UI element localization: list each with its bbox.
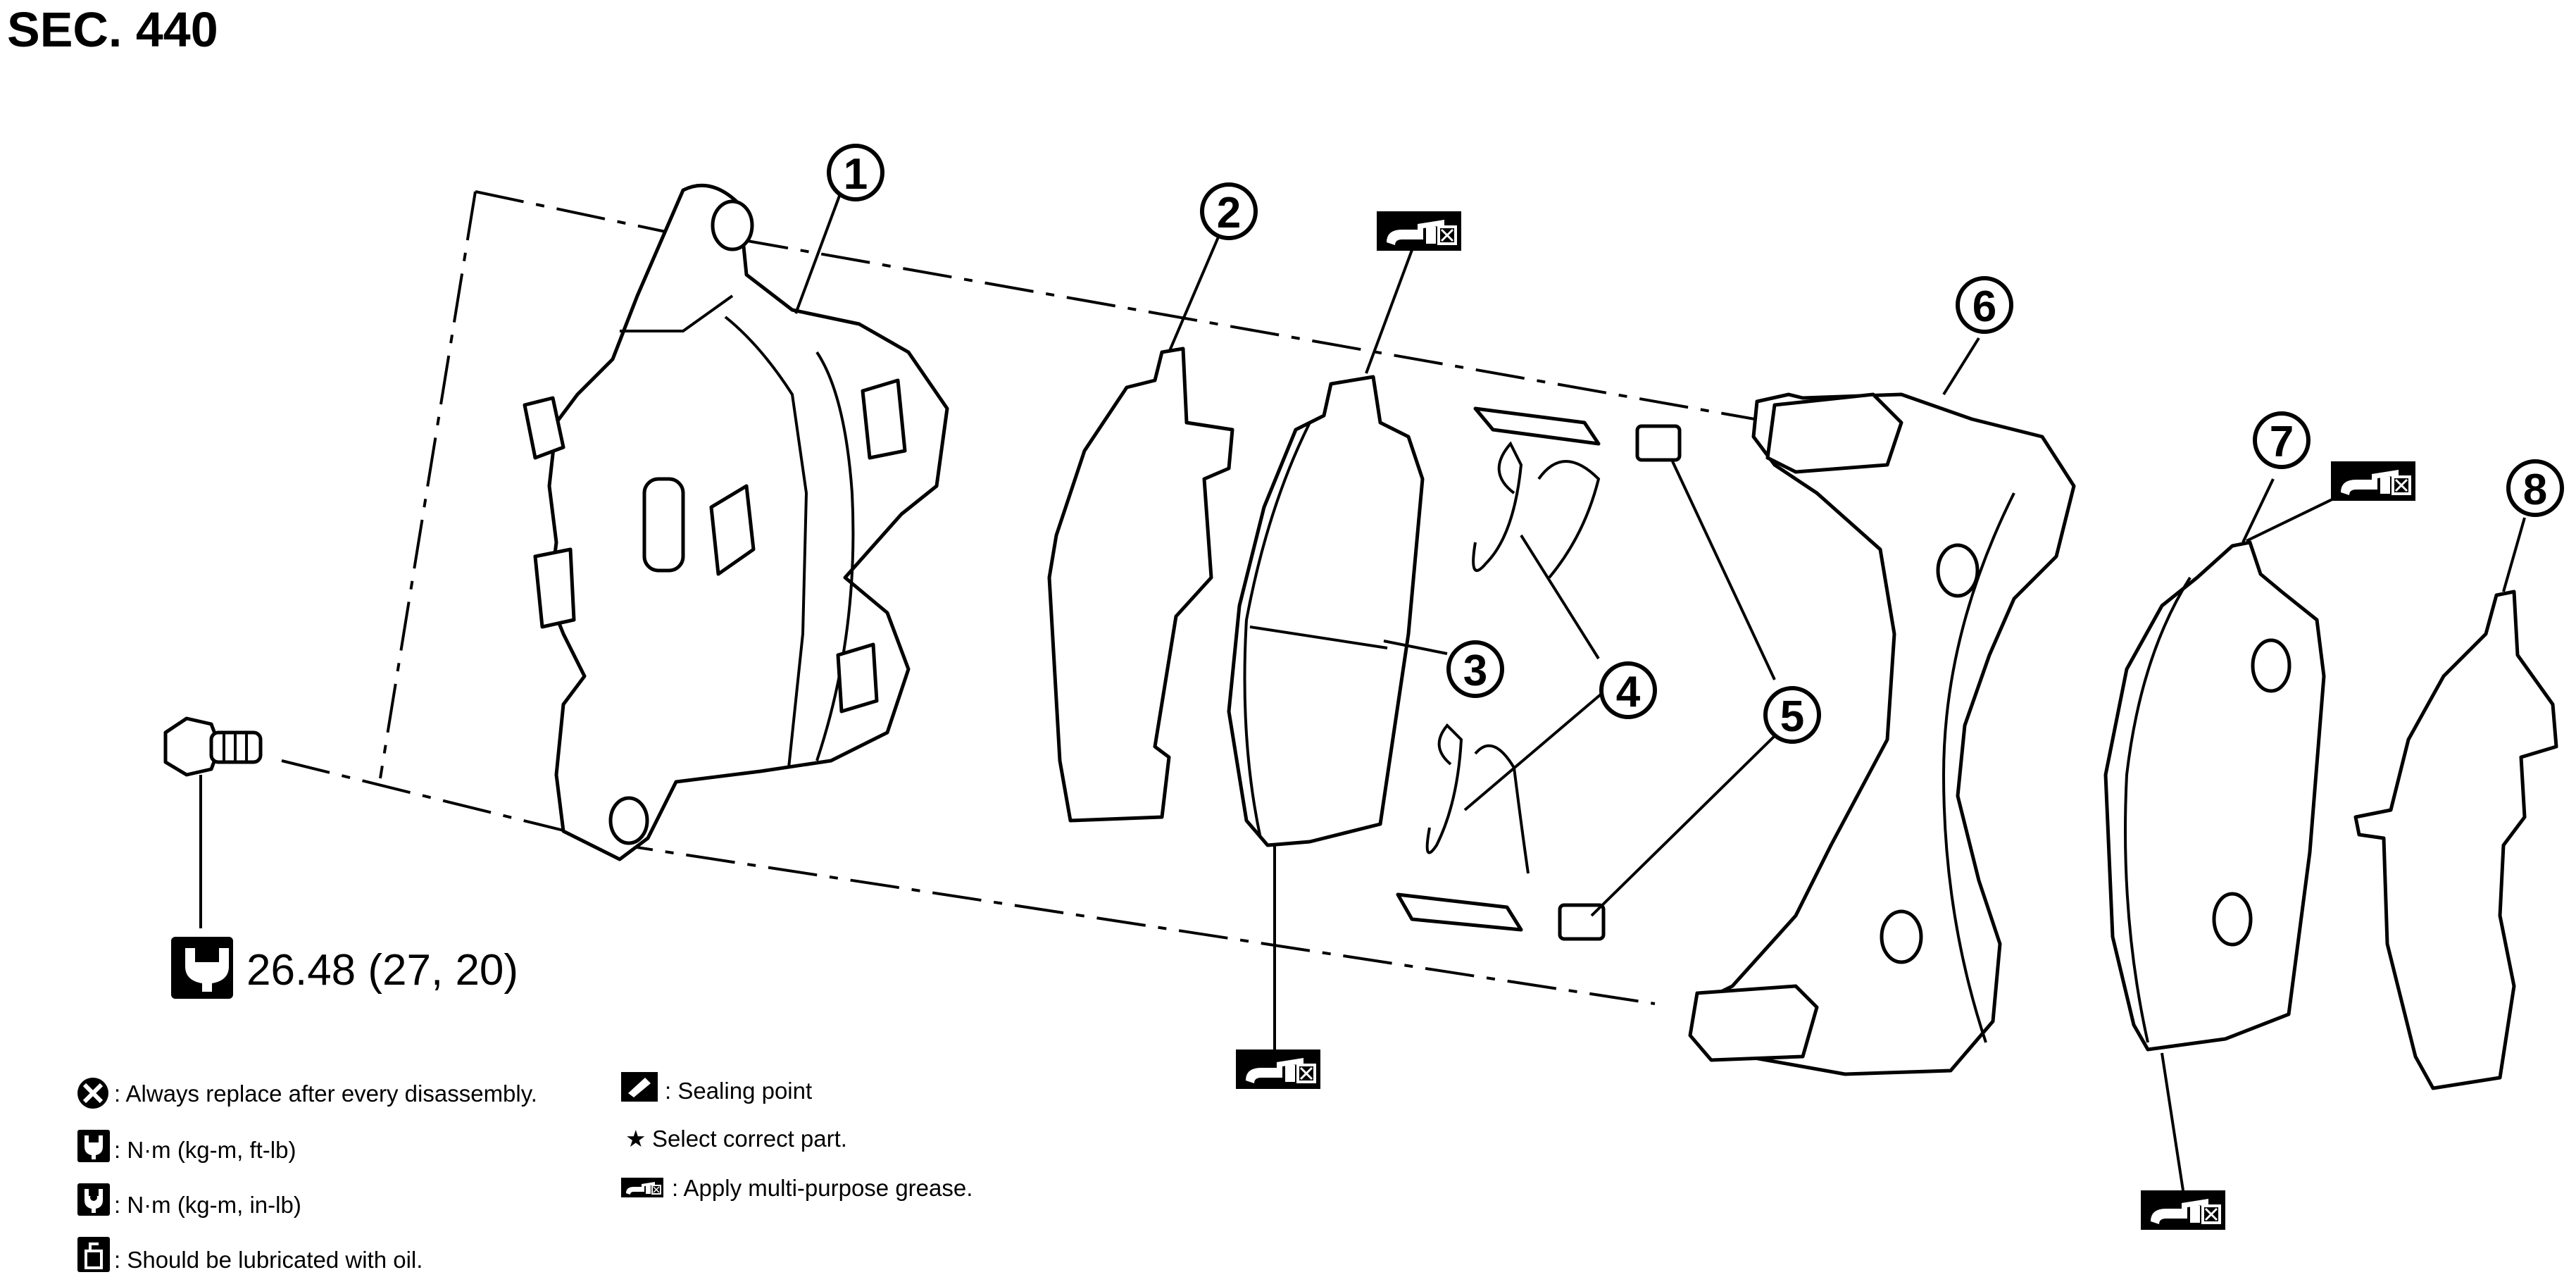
callout-2: 2 bbox=[1168, 182, 1258, 353]
callout-1: 1 bbox=[794, 144, 884, 314]
legend-oil: : Should be lubricated with oil. bbox=[77, 1237, 423, 1273]
grease-gun-icon bbox=[2139, 1189, 2227, 1231]
sealing-icon bbox=[621, 1072, 658, 1102]
svg-text:26.48 (27, 20): 26.48 (27, 20) bbox=[246, 946, 518, 995]
star-icon: ★ bbox=[625, 1126, 646, 1152]
svg-text:: Apply multi-purpose grease.: : Apply multi-purpose grease. bbox=[672, 1175, 973, 1201]
legend: : Always replace after every disassembly… bbox=[77, 1072, 973, 1273]
callout-8: 8 bbox=[2506, 459, 2564, 517]
legend-select: ★ Select correct part. bbox=[625, 1126, 847, 1152]
legend-sealing: : Sealing point bbox=[621, 1072, 812, 1104]
caliper-bolt bbox=[163, 716, 263, 928]
wrench-icon bbox=[77, 1183, 110, 1216]
svg-text:: Sealing point: : Sealing point bbox=[665, 1078, 812, 1104]
svg-text:1: 1 bbox=[844, 150, 868, 199]
replace-x-icon bbox=[77, 1078, 108, 1109]
part-7-inner-brake-pad bbox=[2103, 478, 2339, 1191]
svg-text:4: 4 bbox=[1616, 668, 1641, 716]
part-8-inner-shim bbox=[2353, 590, 2558, 1090]
wrench-icon bbox=[77, 1130, 110, 1162]
section-title: SEC. 440 bbox=[7, 2, 218, 57]
legend-grease: : Apply multi-purpose grease. bbox=[620, 1175, 973, 1201]
callout-5: 5 bbox=[1763, 686, 1821, 744]
assembly-line-top-left bbox=[475, 190, 670, 234]
svg-text:: Should be lubricated with oi: : Should be lubricated with oil. bbox=[114, 1247, 423, 1273]
grease-gun-icon bbox=[1375, 210, 1463, 252]
part-5-pad-retainers bbox=[1396, 406, 1780, 941]
svg-text:3: 3 bbox=[1463, 647, 1487, 695]
svg-text:: Always replace after every d: : Always replace after every disassembly… bbox=[114, 1080, 537, 1107]
svg-text:: N·m (kg-m, in-lb): : N·m (kg-m, in-lb) bbox=[114, 1192, 301, 1218]
callout-4: 4 bbox=[1599, 661, 1657, 719]
part-6-torque-member bbox=[1688, 337, 2076, 1076]
torque-spec: 26.48 (27, 20) bbox=[171, 937, 518, 999]
grease-gun-icon bbox=[1234, 1048, 1322, 1090]
svg-text:5: 5 bbox=[1780, 692, 1804, 741]
svg-text:7: 7 bbox=[2270, 418, 2294, 466]
legend-torque-inlb: : N·m (kg-m, in-lb) bbox=[77, 1183, 301, 1218]
part-2-outer-shim bbox=[1047, 347, 1234, 823]
part-8-leader bbox=[2502, 517, 2526, 592]
callout-3: 3 bbox=[1446, 640, 1504, 698]
part-3-brake-pad bbox=[1227, 249, 1448, 1049]
assembly-line-left bbox=[379, 191, 477, 779]
svg-text:: N·m (kg-m, ft-lb): : N·m (kg-m, ft-lb) bbox=[114, 1137, 296, 1163]
oil-can-icon bbox=[77, 1237, 110, 1272]
callout-7: 7 bbox=[2253, 411, 2311, 469]
assembly-line-upper bbox=[739, 238, 1775, 424]
legend-torque-ftlb: : N·m (kg-m, ft-lb) bbox=[77, 1130, 296, 1163]
part-4-pad-springs bbox=[1425, 441, 1607, 874]
grease-gun-icon bbox=[620, 1177, 664, 1198]
svg-text:Select correct part.: Select correct part. bbox=[652, 1126, 847, 1152]
callout-6: 6 bbox=[1956, 276, 2013, 334]
wrench-icon bbox=[171, 937, 233, 999]
grease-gun-icon bbox=[2330, 460, 2417, 502]
svg-text:2: 2 bbox=[1217, 189, 1241, 237]
svg-text:6: 6 bbox=[1972, 282, 1996, 331]
part-1-caliper bbox=[523, 183, 949, 861]
legend-replace: : Always replace after every disassembly… bbox=[77, 1078, 537, 1109]
svg-text:8: 8 bbox=[2523, 466, 2547, 514]
